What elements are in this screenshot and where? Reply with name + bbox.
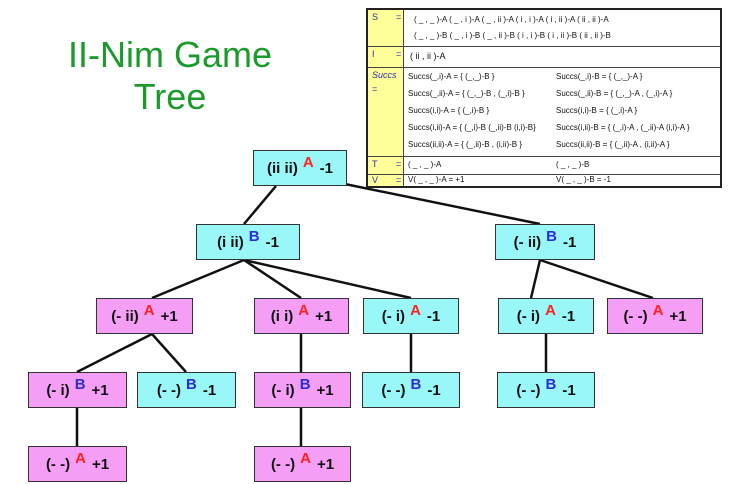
- tree-node-dash-dash-a: (- -)A+1: [28, 446, 127, 482]
- player-label: B: [185, 375, 197, 393]
- tree-node-dash-i-b: (- i)B+1: [28, 372, 127, 408]
- tree-node-dash-ii-a: (- ii)A+1: [96, 298, 193, 334]
- player-label: A: [143, 301, 155, 319]
- edge: [243, 258, 302, 300]
- player-label: A: [410, 301, 421, 319]
- game-definition-table: S= ( _ , _ )-A ( _ , i )-A ( _ , ii )-A …: [366, 8, 722, 188]
- tree-node-dash-dash-b: (- -)B-1: [497, 372, 595, 408]
- succs-entry: Succs(i,ii)-B = { (_,i)-A , (_,ii)-A (i,…: [556, 123, 690, 132]
- title-line-1: II-Nim Game: [67, 34, 272, 75]
- tree-node-i-ii-b: (i ii)B-1: [196, 224, 300, 260]
- def-row-initial: I= ( ii , ii )-A: [368, 47, 720, 68]
- tree-node-dash-i-a: (- i)A-1: [498, 298, 594, 334]
- edge: [529, 259, 542, 299]
- edge: [539, 258, 654, 300]
- value-a: V( _ , _ )-A = +1: [408, 175, 465, 184]
- def-label-i: I: [372, 49, 375, 59]
- node-value: -1: [562, 381, 576, 399]
- tree-node-i-i-a: (i i)A+1: [254, 298, 349, 334]
- succs-entry: Succs(_,ii)-B = { (_,_)-A , (_,i)-A }: [556, 89, 673, 98]
- edge: [243, 258, 412, 300]
- tree-node-root: (ii ii)A-1: [253, 150, 347, 186]
- player-label: B: [299, 375, 311, 393]
- node-value: -1: [561, 307, 576, 325]
- tree-node-dash-dash-a: (- -)A+1: [607, 298, 703, 334]
- def-row-terminal: T= ( _ , _ )-A ( _ , _ )-B: [368, 157, 720, 175]
- node-value: +1: [316, 455, 335, 473]
- states-b-line: ( _ , _ )-B ( _ , i )-B ( _ , ii )-B ( i…: [414, 31, 611, 40]
- succs-entry: Succs(i,i)-B = { (_,i)-A }: [556, 106, 638, 115]
- tree-node-dash-dash-b: (- -)B-1: [137, 372, 236, 408]
- succs-entry: Succs(_,ii)-A = { (_,_)-B , (_,i)-B }: [408, 89, 525, 98]
- edge: [76, 332, 153, 374]
- initial-state: ( ii , ii )-A: [410, 51, 446, 61]
- title-line-2: Tree: [133, 76, 207, 117]
- node-value: +1: [91, 381, 109, 399]
- player-label: A: [652, 301, 664, 319]
- player-label: A: [545, 301, 556, 319]
- tree-node-dash-i-a: (- i)A-1: [363, 298, 459, 334]
- succs-entry: Succs(i,i)-A = { (_,i)-B }: [408, 106, 490, 115]
- terminal-b: ( _ , _ )-B: [556, 160, 590, 169]
- def-row-states: S= ( _ , _ )-A ( _ , i )-A ( _ , ii )-A …: [368, 10, 720, 47]
- terminal-a: ( _ , _ )-A: [408, 160, 442, 169]
- succs-entry: Succs(i,ii)-A = { (_,i)-B (_,ii)-B (i,i)…: [408, 123, 536, 132]
- node-value: -1: [426, 307, 441, 325]
- edge: [151, 258, 245, 300]
- node-value: -1: [319, 159, 333, 177]
- node-value: +1: [316, 381, 334, 399]
- node-value: +1: [91, 455, 110, 473]
- def-row-succs: Succs= Succs(_,i)-A = { (_,_)-B } Succs(…: [368, 68, 720, 157]
- succs-entry: Succs(_,i)-A = { (_,_)-B }: [408, 72, 495, 81]
- player-label: A: [302, 153, 314, 171]
- player-label: A: [75, 449, 86, 467]
- player-label: B: [410, 375, 422, 393]
- player-label: A: [300, 449, 311, 467]
- states-a-line: ( _ , _ )-A ( _ , i )-A ( _ , ii )-A ( i…: [414, 15, 609, 24]
- node-value: +1: [669, 307, 687, 325]
- node-value: -1: [427, 381, 441, 399]
- game-tree-title: II-Nim Game Tree: [20, 34, 320, 118]
- def-label-v: V: [372, 175, 379, 185]
- player-label: A: [298, 301, 310, 319]
- node-value: +1: [160, 307, 178, 325]
- player-label: B: [546, 227, 557, 245]
- succs-entry: Succs(_,i)-B = { (_,_)-A }: [556, 72, 643, 81]
- edge: [151, 333, 187, 373]
- node-value: +1: [315, 307, 333, 325]
- def-row-value: V= V( _ , _ )-A = +1 V( _ , _ )-B = -1: [368, 175, 720, 186]
- edge: [339, 181, 541, 226]
- node-value: -1: [202, 381, 217, 399]
- tree-node-dash-dash-b: (- -)B-1: [362, 372, 460, 408]
- succs-entry: Succs(ii,ii)-A = { (_,ii)-B , (i,ii)-B }: [408, 140, 523, 149]
- edge: [243, 185, 277, 225]
- tree-node-dash-dash-a: (- -)A+1: [254, 446, 351, 482]
- succs-entry: Succs(ii,ii)-B = { (_,ii)-A , (i,ii)-A }: [556, 140, 670, 149]
- player-label: B: [248, 227, 260, 245]
- tree-node-dash-i-b: (- i)B+1: [254, 372, 351, 408]
- value-b: V( _ , _ )-B = -1: [556, 175, 611, 184]
- def-label-t: T: [372, 159, 378, 169]
- tree-node-dash-ii-b: (- ii)B-1: [495, 224, 595, 260]
- player-label: B: [545, 375, 557, 393]
- node-value: -1: [563, 233, 577, 251]
- def-label-s: S: [372, 12, 379, 22]
- def-label-succs: Succs: [372, 70, 397, 80]
- player-label: B: [74, 375, 86, 393]
- node-value: -1: [265, 233, 279, 251]
